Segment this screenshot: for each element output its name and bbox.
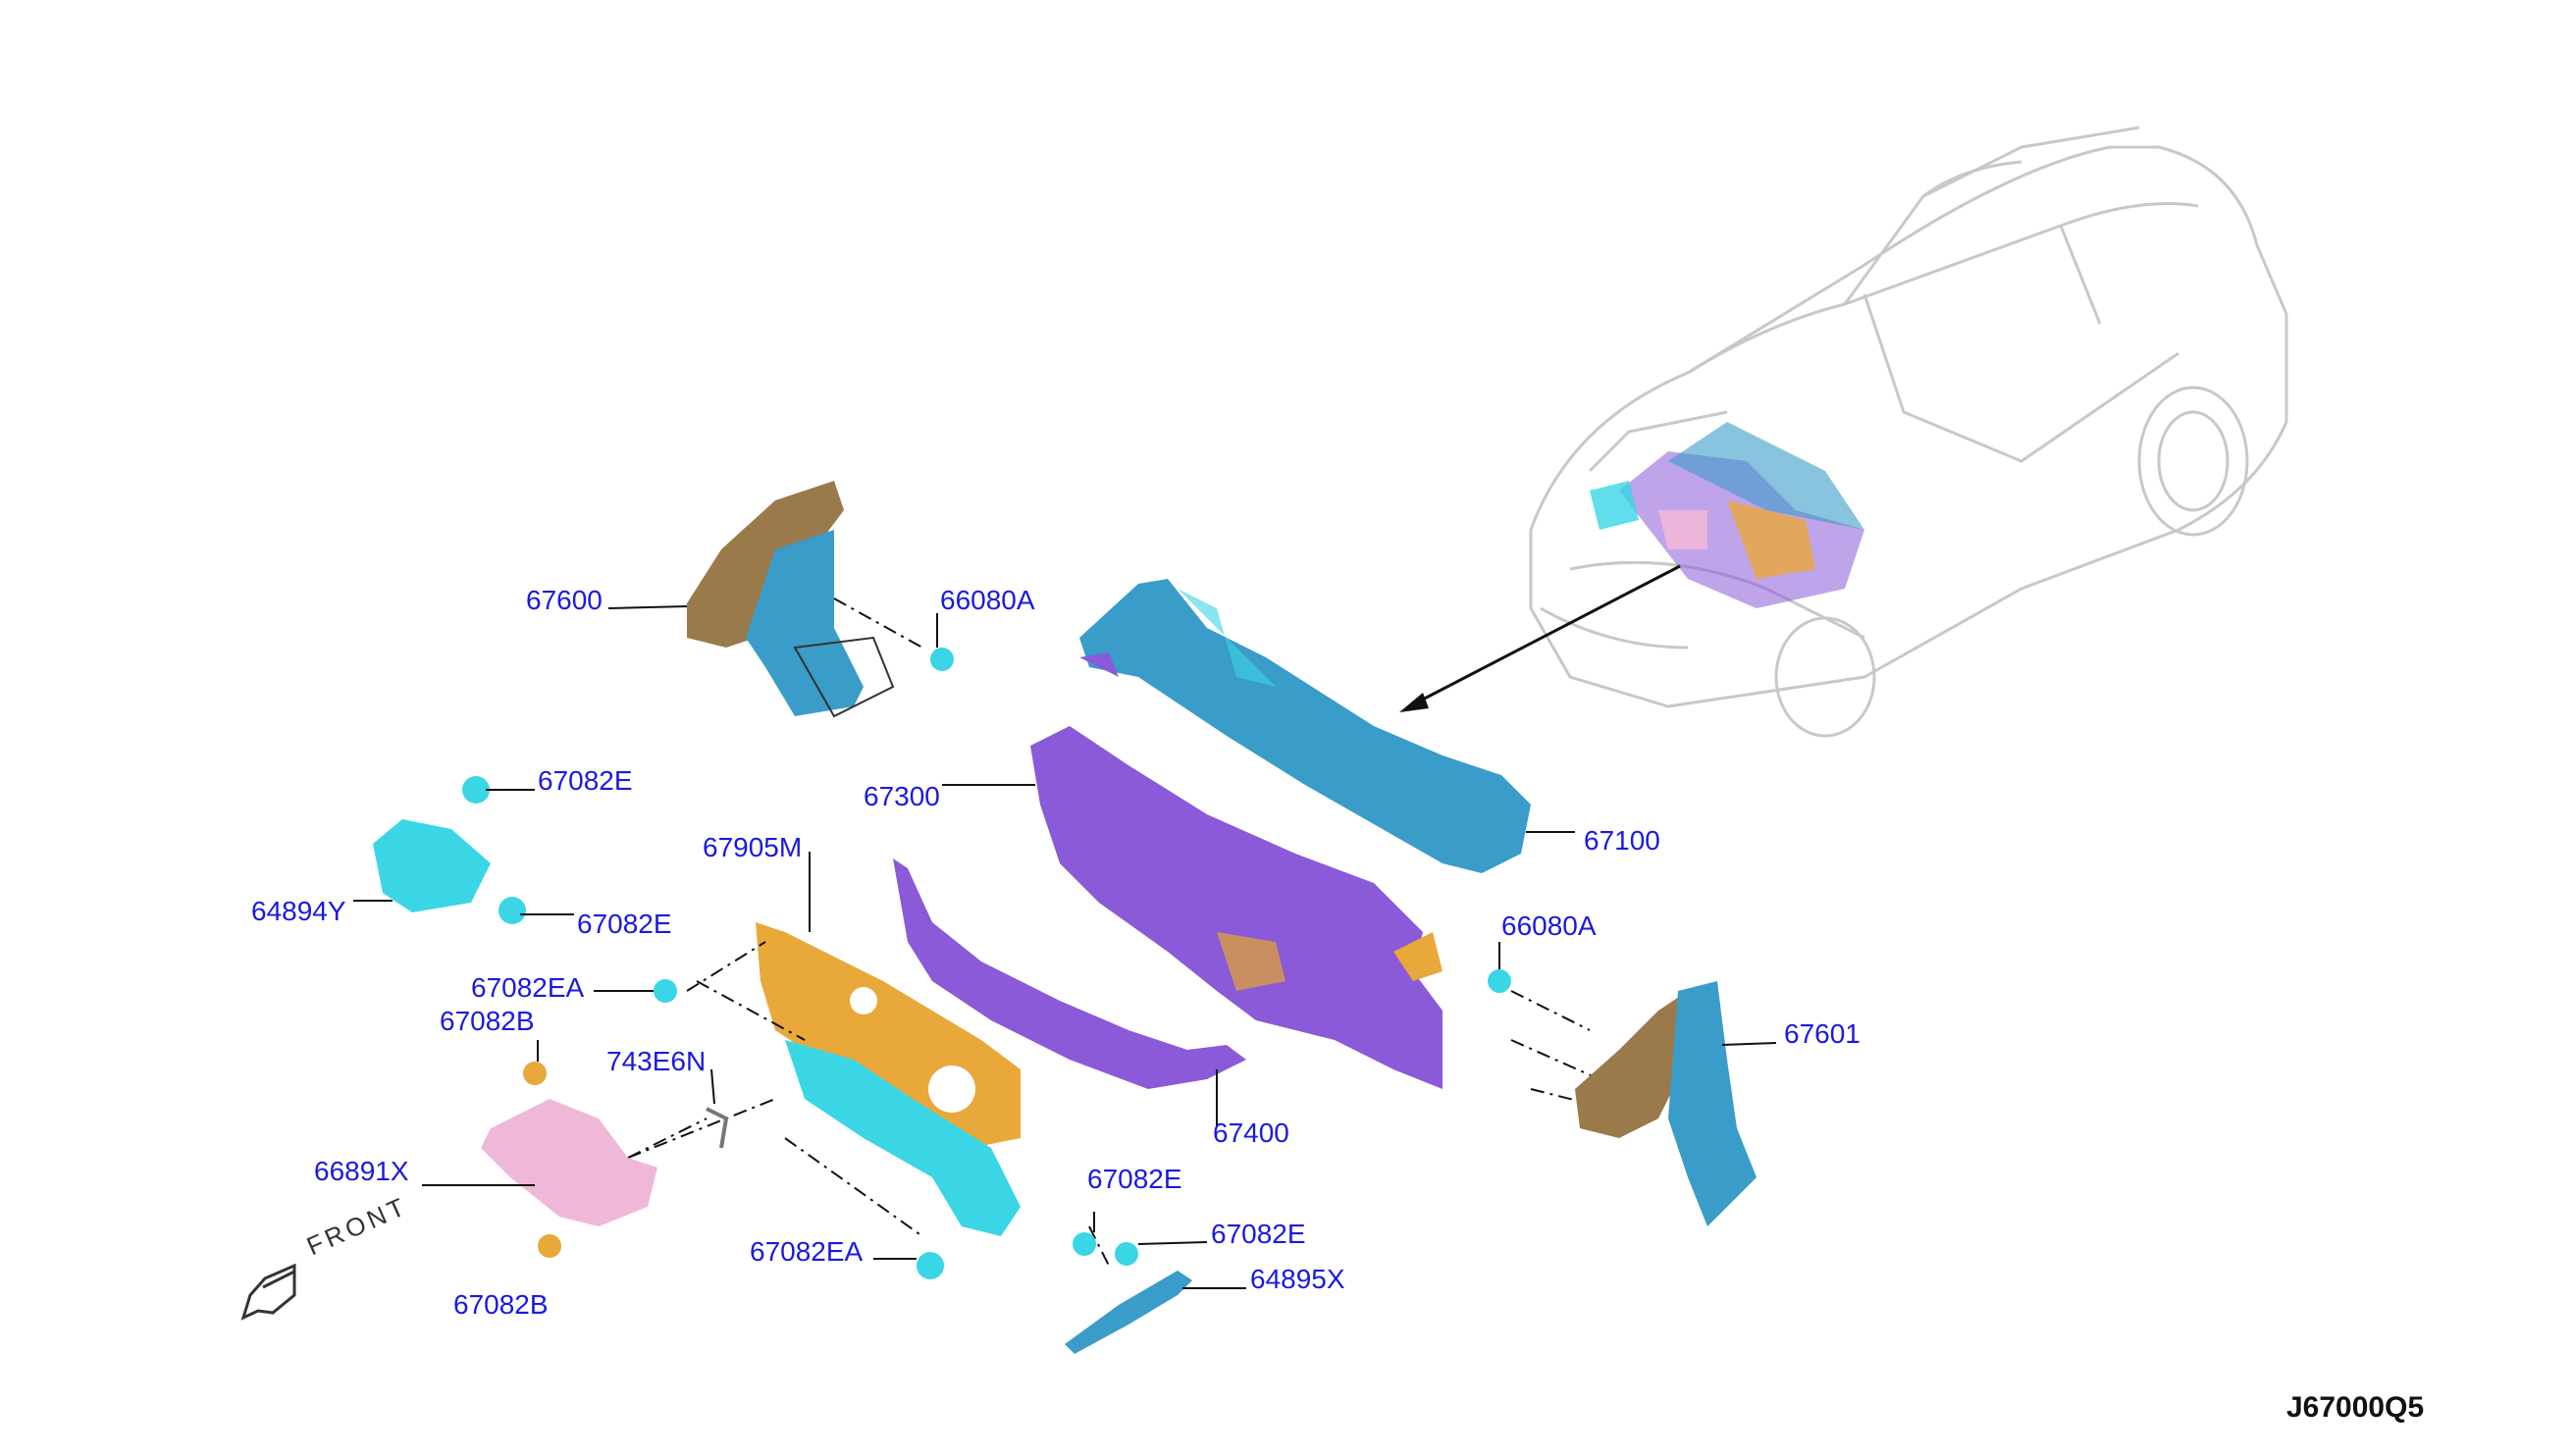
label-743E6N: 743E6N	[606, 1046, 707, 1076]
label-67400: 67400	[1213, 1118, 1289, 1148]
label-67082E-mid: 67082E	[577, 909, 672, 939]
part-64894Y	[373, 776, 526, 924]
part-64895X	[1065, 1271, 1192, 1354]
part-67082E-right	[1115, 1242, 1138, 1266]
label-67300: 67300	[864, 781, 940, 811]
diagram-code: J67000Q5	[2286, 1391, 2425, 1424]
part-67100	[1079, 579, 1531, 873]
part-67082E-left	[1073, 1232, 1096, 1256]
label-67082B-lower: 67082B	[453, 1289, 549, 1320]
callout-arrow	[1399, 564, 1681, 712]
part-66080A-top	[930, 613, 954, 671]
part-67082B-upper	[523, 1062, 547, 1085]
part-66080A-bottom	[1488, 969, 1511, 993]
front-arrow-icon	[240, 1263, 296, 1321]
part-67905M	[756, 922, 1021, 1236]
label-66891X: 66891X	[314, 1156, 409, 1186]
part-66891X	[481, 1099, 657, 1226]
part-67082B-lower	[538, 1234, 561, 1258]
part-743E6N	[706, 1107, 729, 1149]
label-66080A-top: 66080A	[940, 585, 1035, 615]
label-67905M: 67905M	[703, 832, 803, 862]
label-64894Y: 64894Y	[251, 896, 346, 926]
label-67082E-lower-right: 67082E	[1211, 1219, 1306, 1249]
part-67400	[893, 858, 1246, 1089]
part-67082EA-lower	[917, 1252, 944, 1279]
label-67082EA-upper: 67082EA	[471, 972, 585, 1003]
label-67100: 67100	[1584, 825, 1660, 856]
vehicle-highlight	[1590, 422, 1864, 608]
label-64895X: 64895X	[1250, 1264, 1345, 1294]
part-67300	[1030, 726, 1442, 1089]
label-67082E-top: 67082E	[538, 765, 633, 796]
part-67600	[687, 481, 895, 718]
part-67601	[1575, 981, 1757, 1226]
vehicle-overview	[1529, 126, 2288, 738]
label-67601: 67601	[1784, 1018, 1861, 1049]
label-67082B-upper: 67082B	[440, 1006, 535, 1036]
label-66080A-bottom: 66080A	[1501, 910, 1597, 941]
label-67082E-lower-left: 67082E	[1087, 1164, 1182, 1194]
label-67600: 67600	[526, 585, 603, 615]
part-67082EA-upper	[654, 979, 677, 1003]
label-67082EA-lower: 67082EA	[750, 1236, 864, 1267]
